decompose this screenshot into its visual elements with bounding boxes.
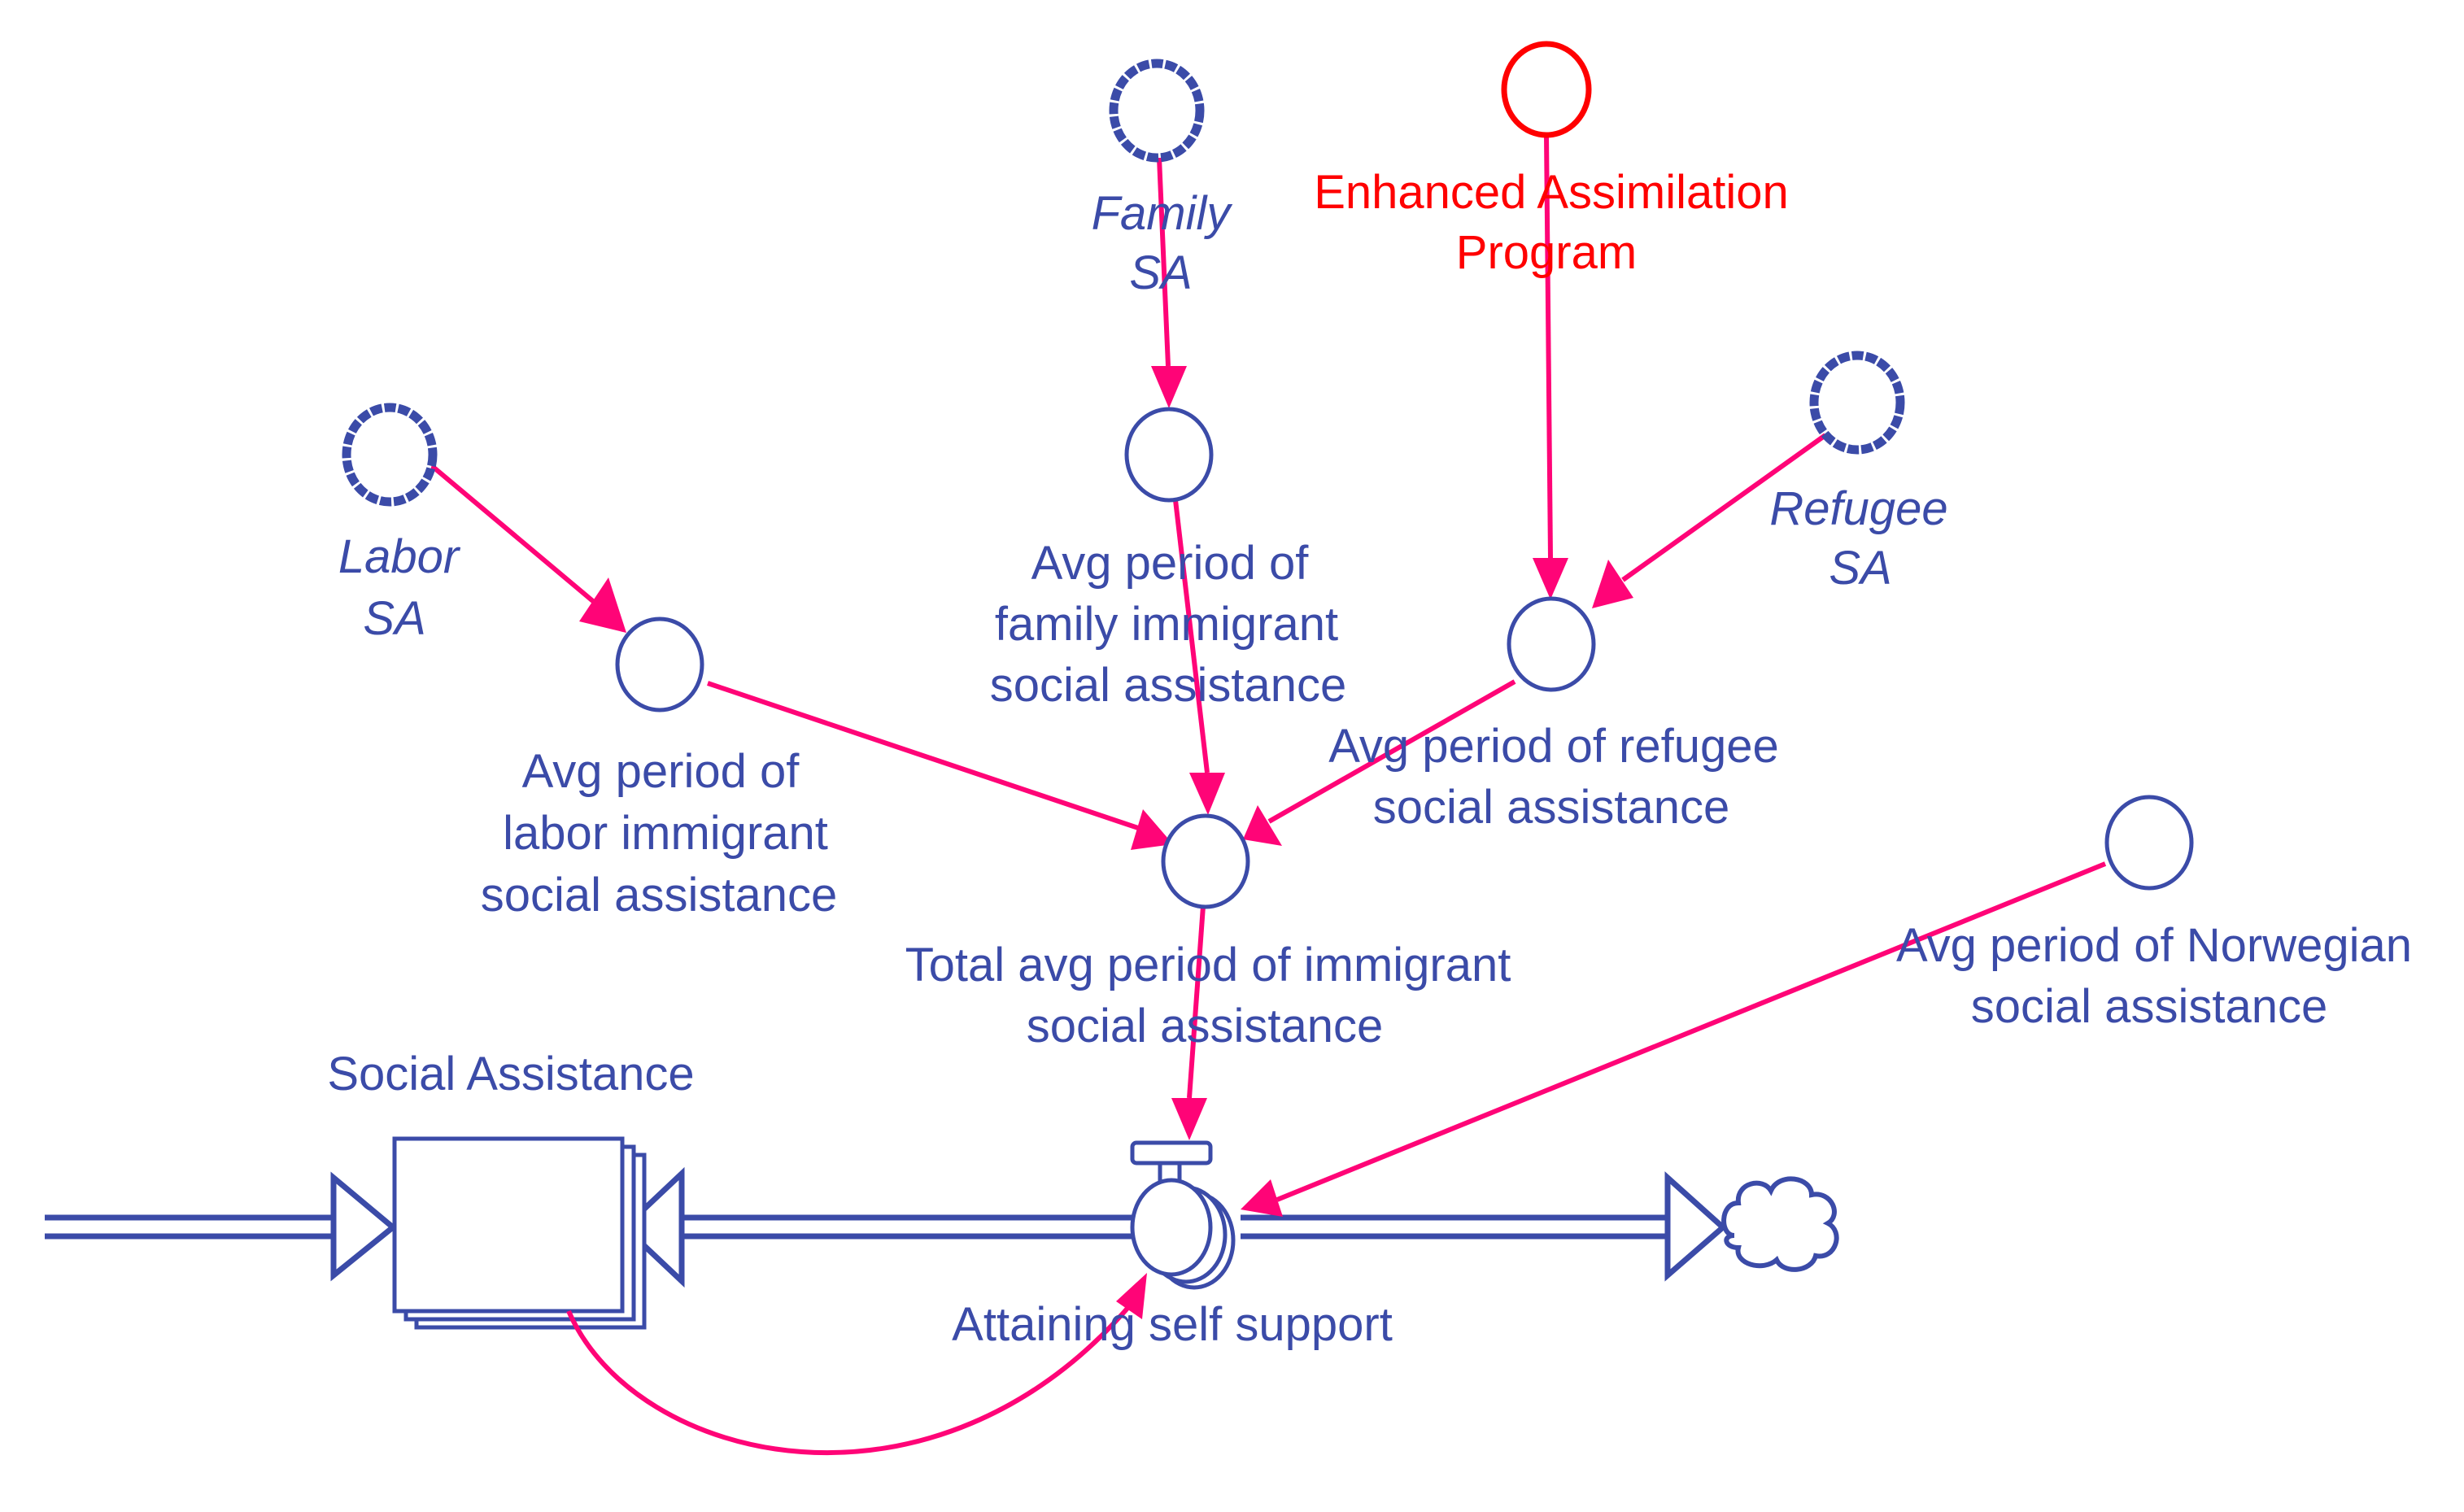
link-arrowhead — [1131, 809, 1173, 850]
link-arrowhead — [1171, 1098, 1207, 1140]
outflow-arrowhead — [1664, 1171, 1728, 1282]
label-avg-family: family immigrant — [995, 598, 1338, 651]
label-enhanced-assimilation-program: Enhanced Assimilation — [1314, 166, 1789, 219]
return-arrowhead — [620, 1166, 685, 1288]
label-avg-family: social assistance — [990, 659, 1346, 712]
label-avg-norwegian: Avg period of Norwegian — [1896, 919, 2412, 972]
node-avg-norwegian[interactable] — [2104, 795, 2194, 891]
label-labor-sa: SA — [363, 592, 425, 645]
node-labor-sa[interactable] — [342, 403, 438, 507]
link-refugee-sa-to-avg-refugee — [1621, 433, 1827, 582]
link-total-to-flow — [1187, 905, 1206, 1099]
node-refugee-sa[interactable] — [1809, 351, 1905, 455]
link-norwegian-to-flow — [1276, 861, 2107, 1202]
flow-label: Attaining self support — [952, 1298, 1393, 1351]
label-avg-labor: labor immigrant — [503, 807, 828, 860]
node-family-sa[interactable] — [1109, 59, 1205, 163]
link-avg-labor-to-total — [707, 681, 1144, 832]
link-arrowhead — [1241, 1179, 1283, 1217]
link-arrowhead — [1189, 773, 1225, 815]
links — [420, 134, 2107, 1456]
inflow-arrowhead — [330, 1171, 398, 1282]
link-arrowhead — [1151, 366, 1187, 408]
node-enhanced-assimilation-program[interactable] — [1501, 41, 1592, 138]
link-enhanced-to-avg-refugee — [1544, 134, 1553, 559]
link-labor-sa-to-avg-labor — [420, 455, 595, 604]
link-arrowhead — [579, 577, 626, 633]
label-family-sa: Family — [1092, 187, 1233, 240]
inflow-pipe — [45, 1171, 398, 1282]
node-total-avg[interactable] — [1161, 813, 1250, 909]
node-avg-labor[interactable] — [615, 617, 704, 712]
link-family-sa-to-avg-family — [1157, 157, 1171, 367]
label-avg-labor: Avg period of — [522, 745, 800, 798]
label-labor-sa: Labor — [338, 530, 461, 583]
label-avg-refugee: Avg period of refugee — [1328, 720, 1779, 773]
return-pipe — [620, 1166, 1132, 1288]
label-avg-refugee: social assistance — [1373, 781, 1729, 834]
link-arrowhead — [1592, 560, 1633, 608]
label-enhanced-assimilation-program: Program — [1456, 226, 1637, 279]
label-refugee-sa: Refugee — [1769, 482, 1947, 535]
stock-social-assistance[interactable] — [392, 1136, 647, 1330]
link-arrowhead — [1243, 805, 1282, 846]
node-avg-family[interactable] — [1124, 407, 1214, 503]
label-avg-labor: social assistance — [481, 869, 837, 922]
node-avg-refugee[interactable] — [1507, 596, 1596, 692]
link-arrowhead — [1116, 1273, 1147, 1319]
outflow-pipe — [1241, 1171, 1728, 1282]
stock-label: Social Assistance — [327, 1048, 694, 1100]
link-avg-family-to-total — [1173, 499, 1210, 773]
label-avg-norwegian: social assistance — [1971, 980, 2327, 1033]
label-family-sa: SA — [1129, 246, 1192, 299]
cloud-icon — [1721, 1176, 1839, 1272]
label-refugee-sa: SA — [1829, 542, 1891, 595]
link-arrowhead — [1533, 558, 1568, 599]
link-avg-refugee-to-total — [1267, 679, 1516, 824]
link-stock-to-flow — [566, 1298, 1137, 1456]
flow-valve-attaining-self-support[interactable] — [1130, 1140, 1236, 1290]
label-total-avg: Total avg period of immigrant — [905, 939, 1511, 991]
label-total-avg: social assistance — [1027, 1000, 1383, 1052]
label-avg-family: Avg period of — [1031, 537, 1310, 590]
